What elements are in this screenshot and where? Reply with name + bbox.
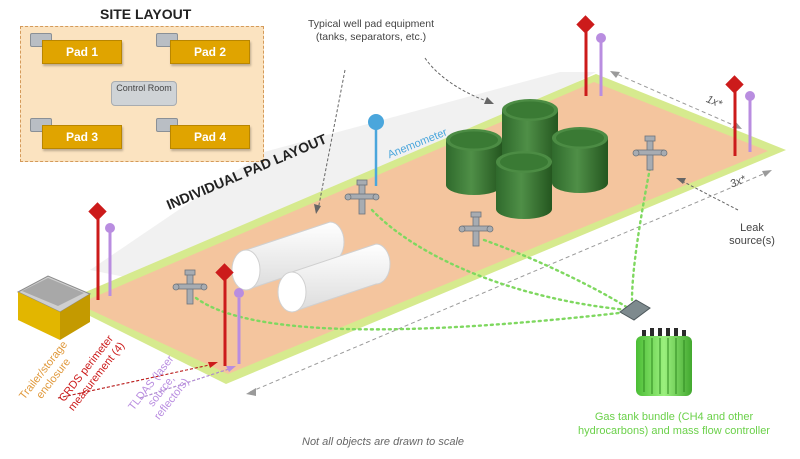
separator-icon — [277, 243, 391, 313]
storage-tank-icon — [552, 127, 608, 193]
wellhead-icon — [632, 135, 668, 171]
crds-sensor-icon — [725, 75, 744, 156]
tldas-reflector-icon — [596, 33, 606, 96]
tldas-reflector-icon — [745, 91, 755, 152]
gas-cylinder-icon — [636, 328, 692, 396]
view-beam — [90, 72, 596, 290]
pad-2: Pad 2 — [170, 40, 250, 64]
wellhead-icon — [172, 269, 208, 305]
pad-3: Pad 3 — [42, 125, 122, 149]
tldas-reflector-icon — [234, 288, 244, 364]
equipment-label: Typical well pad equipment (tanks, separ… — [307, 18, 435, 43]
distance-arrows — [249, 71, 769, 393]
site-layout-title: SITE LAYOUT — [100, 6, 192, 22]
anemometer-icon — [368, 114, 384, 186]
tldas-reflector-icon — [105, 223, 115, 296]
wellhead-icon — [344, 179, 380, 215]
storage-tank-icon — [496, 151, 552, 219]
storage-tank-icon — [502, 99, 558, 165]
leak-source-label: Leak source(s) — [729, 222, 775, 247]
pad-1: Pad 1 — [42, 40, 122, 64]
footnote: Not all objects are drawn to scale — [302, 436, 465, 448]
control-room: Control Room — [111, 81, 177, 106]
crds-sensor-icon — [576, 15, 595, 96]
crds-sensor-icon — [215, 263, 234, 366]
mass-flow-controller-icon — [619, 299, 651, 321]
gas-tank-label: Gas tank bundle (CH4 and other hydrocarb… — [578, 411, 770, 437]
gas-lines — [194, 166, 652, 331]
wellhead-icon — [458, 211, 494, 247]
storage-tank-icon — [446, 129, 502, 195]
crds-sensor-icon — [88, 202, 107, 300]
trailer-icon — [16, 275, 92, 340]
pad-4: Pad 4 — [170, 125, 250, 149]
